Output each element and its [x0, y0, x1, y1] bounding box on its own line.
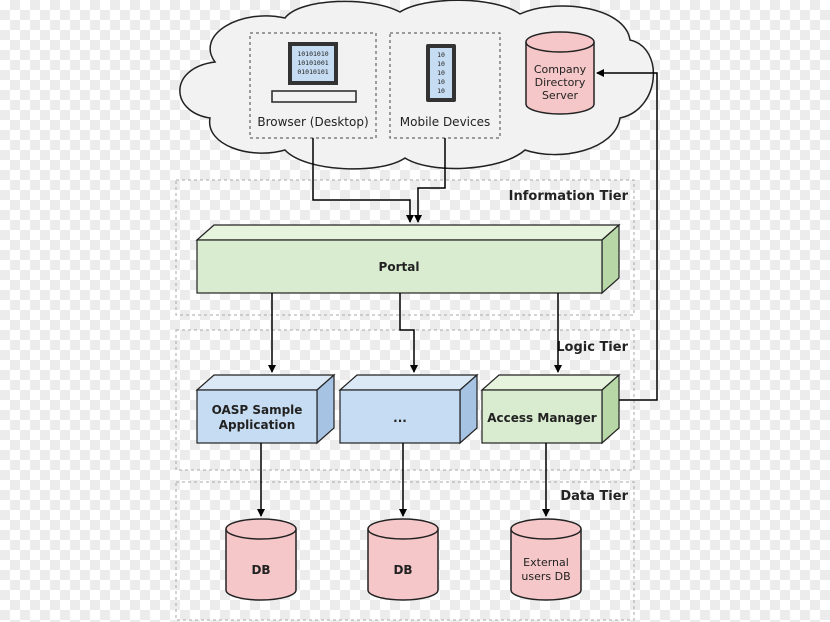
information-tier-region	[175, 179, 635, 316]
mobile-client: 10 10 10 10 10 Mobile Devices	[389, 32, 501, 139]
logic-tier-label: Logic Tier	[556, 340, 628, 355]
ellipsis-component-box: ...	[338, 373, 479, 445]
mobile-phone-icon: 10 10 10 10 10	[426, 44, 456, 102]
portal-box: Portal	[195, 223, 621, 295]
db-cylinder-2: DB	[367, 518, 439, 601]
browser-label: Browser (Desktop)	[257, 115, 368, 129]
access-manager-to-directory-arrow	[596, 69, 658, 401]
portal-to-ellipsis-arrow	[399, 293, 418, 373]
browser-client: 10101010 10101001 01010101 Browser (Desk…	[249, 32, 377, 139]
screen-bits-2: 10101001	[297, 59, 328, 67]
ellipsis-label: ...	[393, 411, 407, 425]
directory-server: Company Directory Server	[525, 31, 595, 115]
db1-label: DB	[251, 563, 270, 577]
db2-label: DB	[393, 563, 412, 577]
directory-server-line-3: Server	[542, 89, 579, 102]
phone-bits-3: 10	[437, 69, 445, 77]
phone-bits-5: 10	[437, 87, 445, 95]
browser-to-portal-arrow	[312, 138, 414, 223]
information-tier-label: Information Tier	[509, 189, 629, 204]
connectors	[257, 69, 658, 517]
external-db-label-line-1: External	[523, 556, 569, 569]
data-tier-region	[175, 481, 635, 621]
access-manager-label: Access Manager	[487, 411, 597, 425]
mobile-to-portal-arrow	[414, 138, 446, 223]
phone-bits-4: 10	[437, 78, 445, 86]
directory-server-line-1: Company	[534, 63, 587, 76]
phone-bits-1: 10	[437, 51, 445, 59]
directory-server-line-2: Directory	[535, 76, 586, 89]
oasp-label-line-2: Application	[219, 418, 296, 432]
screen-bits-1: 10101010	[297, 50, 328, 58]
laptop-icon: 10101010 10101001 01010101	[271, 42, 357, 103]
portal-label: Portal	[379, 260, 420, 274]
oasp-sample-application-box: OASP Sample Application	[195, 373, 336, 445]
db-cylinder-1: DB	[225, 518, 297, 601]
data-tier-label: Data Tier	[560, 489, 628, 504]
phone-bits-2: 10	[437, 60, 445, 68]
oasp-label-line-1: OASP Sample	[212, 403, 303, 417]
access-manager-box: Access Manager	[480, 373, 621, 445]
external-users-db-cylinder: External users DB	[510, 518, 582, 601]
external-db-label-line-2: users DB	[521, 570, 570, 583]
mobile-label: Mobile Devices	[400, 115, 490, 129]
screen-bits-3: 01010101	[297, 68, 328, 76]
